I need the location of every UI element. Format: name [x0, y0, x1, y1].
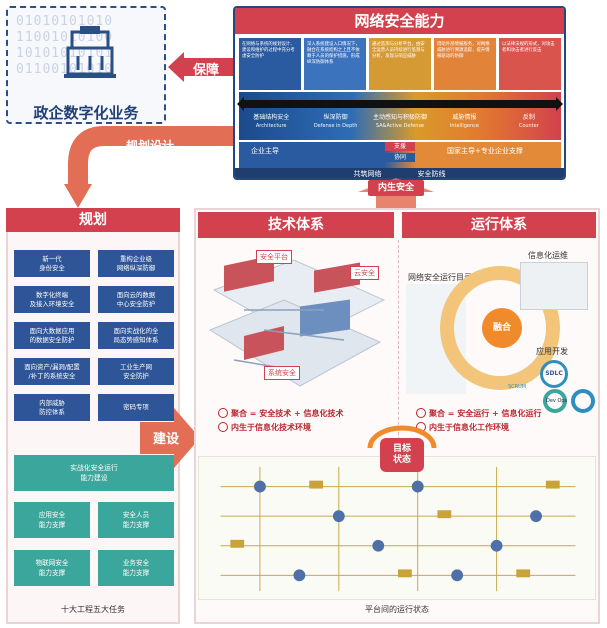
capability-descriptions: 在网络与系统的规划设计、建设和维护的过程中充分考虑安全防护 深入系统建设入口情况…: [239, 38, 561, 90]
footer-right: 安全防线: [417, 170, 446, 178]
plan-design-label: 规划设计: [125, 139, 174, 153]
fusion-badge: 融合: [482, 308, 522, 348]
desc-defense-depth: 深入系统建设入口情况下，融合在系统结构之上且不依赖于人员的保护措施，形成纵深防御…: [304, 38, 366, 90]
plan-task: 面向实战化的全 局态势感知体系: [98, 322, 174, 349]
tech-system-title: 技术体系: [198, 212, 394, 238]
plan-task: 密码专项: [98, 394, 174, 421]
aggregate-icon: [218, 408, 228, 418]
planning-tasks-grid: 新一代 身份安全 重构企业级 网络纵深防御 数字化终端 及接入环境安全 面向云的…: [14, 250, 174, 421]
platform-status-footer: 平台间的运行状态: [365, 605, 429, 614]
tech-endogenous: 内生于信息化技术环境: [218, 422, 311, 433]
security-platform-illustration: [208, 255, 386, 387]
devops-label: Dev Ops: [546, 398, 568, 404]
support-task: 安全人员 能力支撑: [98, 502, 174, 538]
scrum-label: SCRUM: [508, 384, 527, 390]
ops-system-title: 运行体系: [402, 212, 596, 238]
ops-catalog-title: 网络安全运行目录: [408, 273, 472, 282]
desc-intelligence: 借助外部情报服务，对网络威胁进行溯源追踪，提升情报驱动的防御: [434, 38, 496, 90]
support-task: 业务安全 能力支撑: [98, 550, 174, 586]
government-building-icon: [64, 26, 116, 78]
desc-architecture: 在网络与系统的规划设计、建设和维护的过程中充分考虑安全防护: [239, 38, 301, 90]
build-label: 建设: [152, 432, 179, 447]
planning-title: 规划: [6, 208, 180, 232]
business-title: 政企数字化业务: [33, 104, 139, 122]
plan-task: 新一代 身份安全: [14, 250, 90, 277]
footer-left: 共筑网络: [353, 170, 382, 178]
plan-task: 工业生产网 安全防护: [98, 358, 174, 385]
ops-capability-block: 实战化安全运行 能力建设: [14, 455, 174, 491]
platform-status-network: [198, 456, 596, 600]
tech-equation: 聚合 = 安全技术 + 信息化技术: [218, 408, 344, 419]
desc-active-defense: 通过监测与分析平台，由安全运营人员持续进行监测与分析，发现与响应威胁: [369, 38, 431, 90]
target-arc: [367, 425, 437, 449]
security-platform-label: 安全平台: [256, 250, 292, 264]
plan-task: 面向资产/漏洞/配置 /补丁的系统安全: [14, 358, 90, 385]
plan-task: 面向大数据应用 的数据安全防护: [14, 322, 90, 349]
enterprise-led-label: 企业主导: [251, 147, 279, 155]
panel-footer: 共筑网络 安全防线: [235, 168, 564, 178]
protect-label: 保障: [192, 63, 219, 78]
planning-footer: 十大工程五大任务: [61, 605, 125, 614]
panel-title: 网络安全能力: [235, 8, 564, 34]
sdlc-icon: SDLC: [540, 360, 568, 388]
plan-task: 面向云的数据 中心安全防护: [98, 286, 174, 313]
app-dev-label: 应用开发: [536, 347, 568, 356]
plan-task: 数字化终端 及接入环境安全: [14, 286, 90, 313]
plan-task: 内部威胁 防控体系: [14, 394, 90, 421]
ops-dashboard-thumbnail: [520, 262, 588, 310]
build-arrow: [140, 408, 200, 468]
support-task: 应用安全 能力支撑: [14, 502, 90, 538]
support-task: 物联网安全 能力支撑: [14, 550, 90, 586]
target-state-badge: 目标 状态: [380, 438, 424, 472]
devops-infinity-icon: [543, 389, 595, 413]
desc-counter: 以法律法规的形式，对攻击者和攻击者进行反击: [499, 38, 561, 90]
column-divider: [398, 240, 399, 450]
ops-equation: 聚合 = 安全运行 + 信息化运行: [416, 408, 542, 419]
spectrum-arrow-line: [237, 97, 563, 111]
system-security-label: 系统安全: [264, 366, 300, 380]
inner-security-badge: 内生安全: [368, 180, 424, 196]
state-led-label: 国家主导+专业企业支撑: [447, 147, 523, 155]
plan-task: 重构企业级 网络纵深防御: [98, 250, 174, 277]
aggregate-icon: [416, 408, 426, 418]
aggregate-icon: [218, 422, 228, 432]
plan-design-arrow: [64, 126, 234, 208]
cloud-security-label: 云安全: [350, 266, 379, 280]
business-box: 01010101010 11001010100 10101010101 0110…: [6, 6, 166, 124]
capability-support-grid: 应用安全 能力支撑 安全人员 能力支撑 物联网安全 能力支撑 业务安全 能力支撑: [14, 502, 174, 586]
info-ops-label: 信息化运维: [528, 251, 568, 260]
network-security-panel: 网络安全能力 在网络与系统的规划设计、建设和维护的过程中充分考虑安全防护 深入系…: [233, 6, 566, 180]
protect-arrow: [168, 52, 234, 82]
support-badge: 支援: [385, 142, 415, 151]
collaborate-badge: 协同: [385, 153, 415, 162]
